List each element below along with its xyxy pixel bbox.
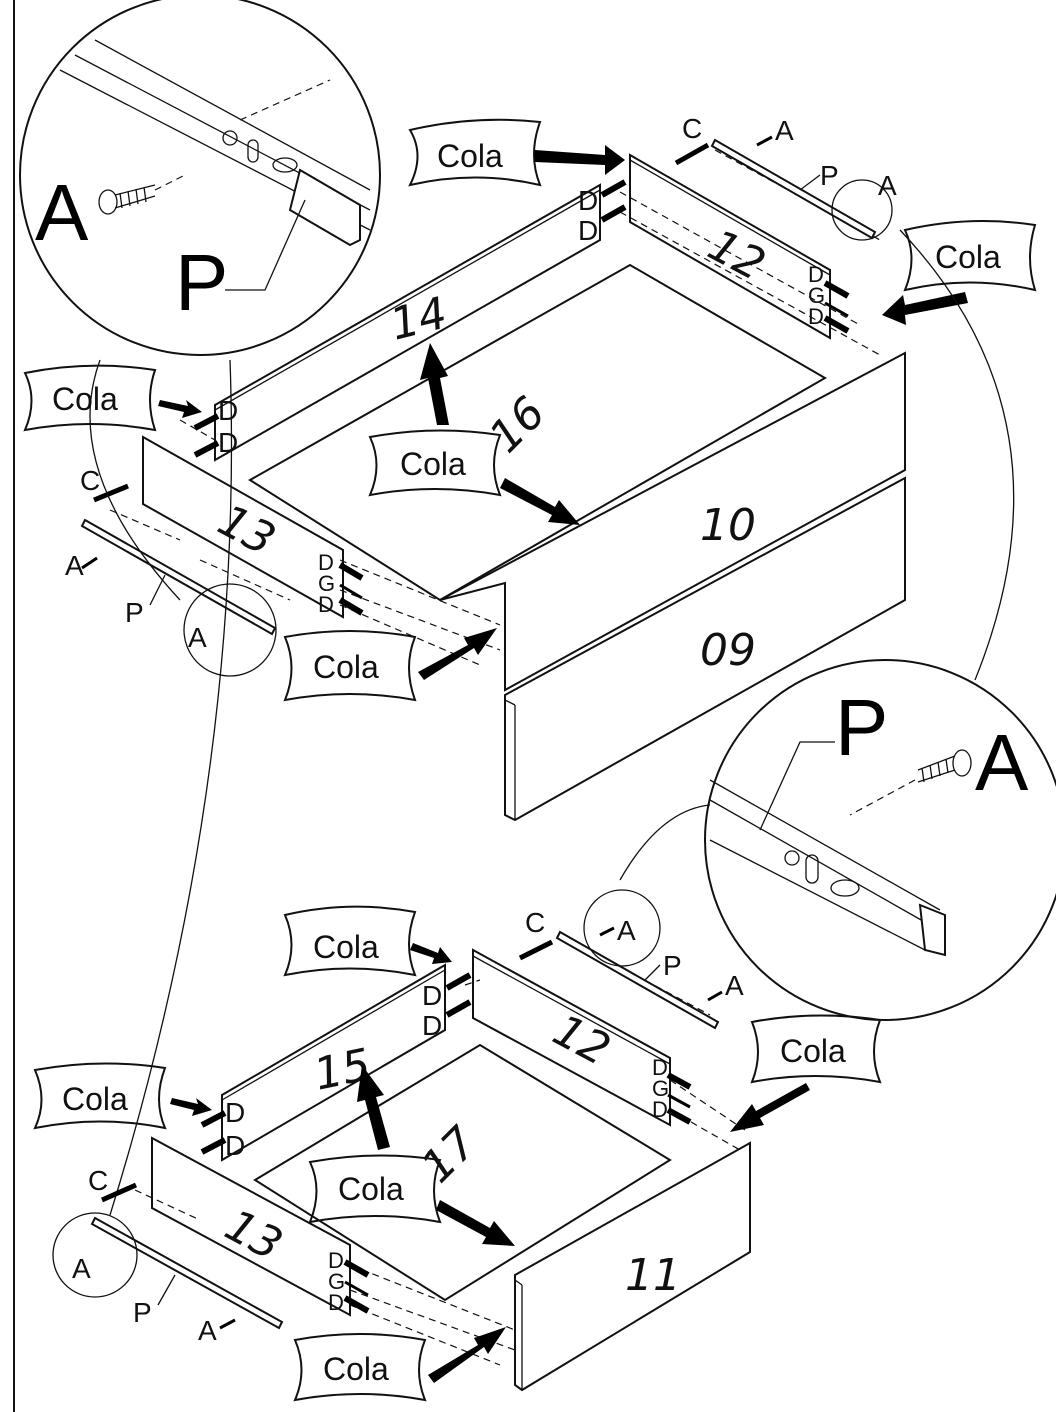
- bottom-panel-16: [248, 263, 827, 602]
- cola-callout: Cola: [408, 118, 625, 187]
- side-panel-13-lower: [151, 1136, 351, 1317]
- label-D: D: [218, 427, 238, 458]
- label-P: P: [125, 597, 144, 628]
- screw-C: [518, 939, 554, 961]
- label-D: D: [422, 1010, 442, 1041]
- front-panel-09: [504, 476, 906, 822]
- label-A: A: [775, 115, 794, 146]
- cola-callout: Cola: [283, 905, 452, 977]
- label-D: D: [218, 395, 238, 426]
- part-label-11: 11: [625, 1250, 681, 1301]
- cola-callout: Cola: [293, 1327, 506, 1402]
- svg-text:Cola: Cola: [780, 1033, 846, 1069]
- label-D: D: [328, 1290, 344, 1315]
- label-G: G: [318, 571, 335, 596]
- label-D: D: [318, 592, 334, 617]
- leader-arc: [619, 804, 711, 881]
- lower-drawer: 15 12 13 11 17: [33, 889, 882, 1402]
- side-panel-12-upper: [629, 153, 831, 340]
- label-D: D: [808, 304, 824, 329]
- cola-callout: Cola: [308, 1065, 515, 1246]
- label-D: D: [578, 215, 598, 246]
- label-G: G: [328, 1269, 345, 1294]
- label-A: A: [725, 970, 744, 1001]
- svg-text:Cola: Cola: [62, 1081, 128, 1117]
- dowels-lower: [200, 972, 692, 1314]
- label-D: D: [652, 1055, 668, 1080]
- cola-callout: Cola: [730, 1014, 882, 1132]
- front-panel-11: [514, 1141, 751, 1392]
- part-label-09: 09: [700, 625, 756, 676]
- leader-arc: [109, 359, 233, 1216]
- detail-circle-small: [583, 889, 661, 967]
- detail-circle-small: [183, 583, 277, 677]
- cola-callout: Cola: [33, 1062, 212, 1130]
- label-D: D: [422, 980, 442, 1011]
- upper-drawer: 14 12 13 10 09 16: [23, 113, 1037, 822]
- magnifier-label-A: A: [975, 718, 1029, 807]
- dowels-upper: [193, 179, 850, 616]
- label-G: G: [652, 1076, 669, 1101]
- screw-C: [93, 483, 129, 503]
- magnifier-label-A: A: [35, 168, 89, 257]
- magnifier-label-P: P: [175, 238, 228, 327]
- front-panel-10: [439, 351, 906, 692]
- svg-text:Cola: Cola: [338, 1171, 404, 1207]
- label-A: A: [617, 915, 636, 946]
- label-A: A: [188, 622, 207, 653]
- label-A: A: [65, 550, 84, 581]
- label-D: D: [225, 1097, 245, 1128]
- leader-arc: [899, 229, 1015, 681]
- label-D: D: [652, 1097, 668, 1122]
- screw-C: [100, 1182, 138, 1203]
- label-A: A: [878, 170, 897, 201]
- side-panel-12-lower: [472, 948, 671, 1127]
- label-P: P: [663, 950, 682, 981]
- svg-text:Cola: Cola: [400, 446, 466, 482]
- svg-text:Cola: Cola: [313, 929, 379, 965]
- cola-callout: Cola: [882, 220, 1037, 325]
- screw-C: [674, 142, 710, 166]
- cola-callout: Cola: [368, 343, 580, 525]
- screw-icon: [98, 184, 156, 215]
- svg-text:Cola: Cola: [52, 381, 118, 417]
- label-P: P: [133, 1297, 152, 1328]
- detail-circle-small: [52, 1212, 138, 1298]
- svg-text:Cola: Cola: [935, 239, 1001, 275]
- label-D: D: [578, 185, 598, 216]
- detail-circle-small: [831, 179, 893, 241]
- cola-callout: Cola: [283, 628, 497, 702]
- svg-text:Cola: Cola: [313, 649, 379, 685]
- label-C: C: [80, 465, 100, 496]
- screw-icon: [917, 749, 972, 783]
- detail-magnifier-upper: A P: [19, 0, 381, 356]
- side-panel-13-upper: [142, 435, 344, 619]
- detail-magnifier-lower: P A: [619, 659, 1056, 1021]
- label-P: P: [820, 160, 839, 191]
- label-C: C: [88, 1165, 108, 1196]
- leader-arc: [89, 359, 181, 601]
- svg-text:Cola: Cola: [323, 1351, 389, 1387]
- label-D: D: [318, 550, 334, 575]
- label-A: A: [72, 1253, 91, 1284]
- label-D: D: [808, 262, 824, 287]
- bottom-panel-17: [253, 1043, 672, 1302]
- label-D: D: [225, 1130, 245, 1161]
- label-D: D: [328, 1248, 344, 1273]
- label-G: G: [808, 283, 825, 308]
- rail-P: [80, 518, 277, 636]
- label-C: C: [525, 907, 545, 938]
- svg-text:Cola: Cola: [437, 138, 503, 174]
- part-label-14: 14: [385, 288, 452, 351]
- part-label-10: 10: [700, 500, 756, 551]
- label-C: C: [682, 113, 702, 144]
- cola-callout: Cola: [23, 364, 202, 432]
- label-A: A: [198, 1315, 217, 1346]
- rail-P: [90, 1216, 284, 1330]
- magnifier-label-P: P: [835, 683, 888, 772]
